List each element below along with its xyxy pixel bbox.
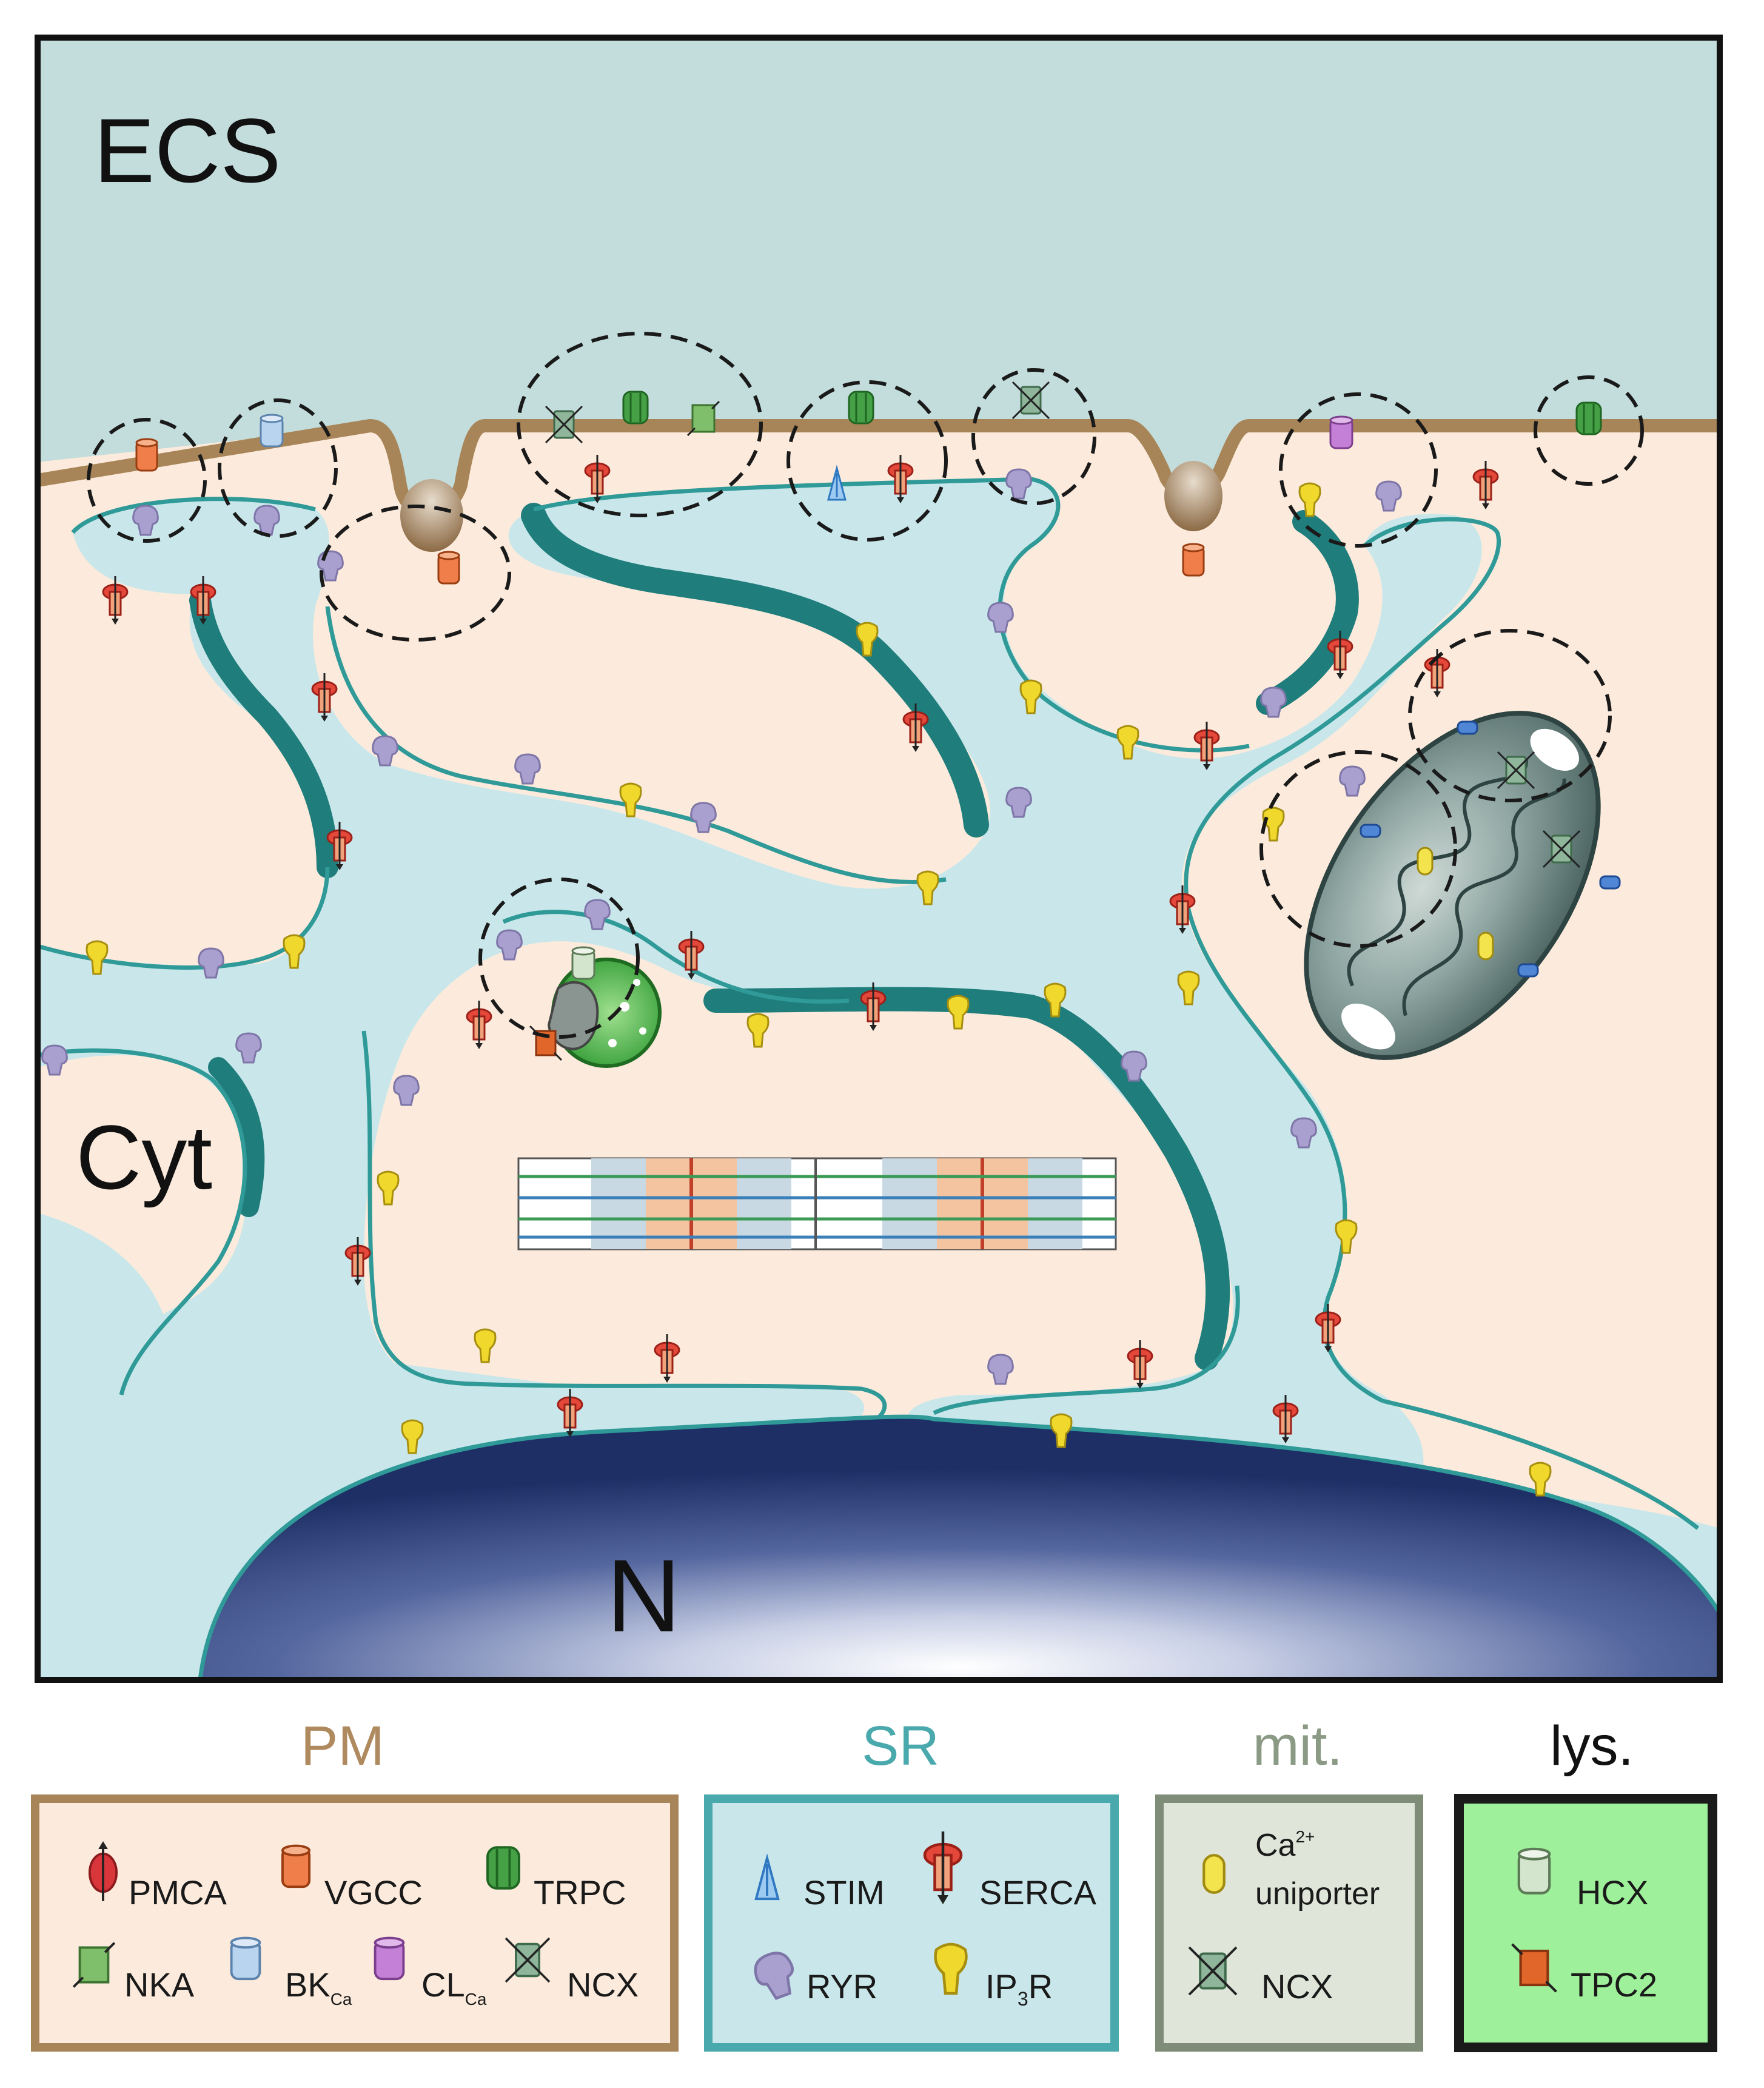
legend-uniporter-sup: 2+	[1295, 1827, 1315, 1846]
microdomain-circles	[87, 332, 1644, 1039]
caveola-left	[400, 479, 463, 552]
clca-icon	[1329, 415, 1353, 449]
sr-membrane-8	[933, 1285, 1240, 1415]
vgcc-icon	[437, 551, 460, 585]
trpc-icon	[1575, 401, 1602, 435]
legend-mit-ncx-label: NCX	[1261, 1967, 1333, 2006]
sr-membrane-3	[1184, 517, 1501, 1403]
sr-membrane-5	[361, 1030, 887, 1428]
mito-blue-channel-icon	[1360, 824, 1381, 838]
extracellular-space	[38, 38, 1720, 512]
legend-nka-label: NKA	[124, 1965, 195, 2004]
nuclear-envelope	[198, 1414, 1722, 1680]
vgcc-icon	[1182, 543, 1205, 577]
legend-ryr-label: RYR	[807, 1967, 877, 2006]
main-panel: ECS Cyt N	[35, 35, 1723, 1683]
legend-nka-icon	[72, 1941, 116, 1989]
sr-thick-edge-2	[189, 589, 338, 878]
legend-sr-title: SR	[862, 1715, 939, 1777]
legend-tpc2-label: TPC2	[1571, 1965, 1657, 2004]
legend-ncx-label: NCX	[567, 1965, 639, 2004]
ecs-label: ECS	[94, 99, 281, 201]
legend-bkca-label: BKCa	[285, 1965, 352, 2009]
legend-hcx-icon	[1519, 1849, 1549, 1893]
sr-thick-edge-4	[1256, 510, 1359, 715]
legend-mit-box	[1155, 1794, 1423, 2052]
legend-hcx-label: HCX	[1577, 1873, 1648, 1912]
sr-thick-edge-1	[521, 503, 989, 838]
legend-lys-box	[1454, 1794, 1717, 2052]
legend-pm-box	[31, 1794, 679, 2052]
legend-uniporter-label-1: Ca2+	[1255, 1827, 1315, 1863]
plasma-membrane	[36, 419, 1720, 519]
legend-trpc-icon	[486, 1846, 520, 1890]
legend-pmca-label: PMCA	[129, 1873, 227, 1912]
legend-ip3r-sub: 3	[1018, 1988, 1028, 2010]
legend-bkca-sub: Ca	[330, 1990, 352, 2009]
cyt-label: Cyt	[76, 1106, 212, 1208]
legend-trpc-label: TRPC	[534, 1873, 626, 1912]
nucleus-label: N	[606, 1539, 681, 1654]
sr-membrane-7	[37, 1048, 247, 1395]
legend-vgcc-label: VGCC	[324, 1873, 423, 1912]
lyso-hcx-icon	[571, 946, 595, 980]
legend-stim-label: STIM	[803, 1873, 885, 1912]
vgcc-icon	[135, 438, 158, 472]
legend-lys-title: lys.	[1550, 1715, 1634, 1777]
nka-icon	[686, 400, 720, 437]
legend-pm-title: PM	[301, 1715, 384, 1777]
mito-blue-channel-icon	[1457, 720, 1478, 735]
mito-uniporter-icon	[1417, 847, 1434, 876]
legend-sr-box	[704, 1794, 1119, 2052]
legend-uniporter-label-2: uniporter	[1255, 1876, 1380, 1912]
mito-uniporter-icon	[1477, 932, 1494, 961]
trpc-icon	[622, 391, 649, 425]
legend-vgcc-icon	[281, 1844, 311, 1888]
mito-blue-channel-icon	[1599, 875, 1621, 890]
sr-membrane-1	[71, 497, 947, 885]
caveola-right	[1164, 461, 1222, 531]
sr-membrane-6	[37, 867, 330, 970]
legend-mit-title: mit.	[1253, 1715, 1343, 1777]
myofilaments	[517, 1157, 1117, 1250]
sr-lumen	[38, 479, 1482, 1480]
mito-blue-channel-icon	[1517, 963, 1539, 978]
legend-clca-sub: Ca	[465, 1990, 487, 2009]
bkca-icon	[260, 414, 284, 448]
legend-uniporter-icon	[1204, 1855, 1224, 1893]
legend-clca-label: CLCa	[421, 1965, 487, 2009]
sr-membrane-2	[533, 477, 1250, 753]
legend-ip3r-label: IP3R	[985, 1967, 1053, 2010]
legend: PM PMCA VGCC TRPC NKA BKCa CLCa NCX SR S…	[31, 1715, 1717, 2052]
sr-membrane-4	[502, 910, 850, 1004]
main-panel-border	[35, 35, 1723, 1683]
trpc-icon	[848, 391, 874, 425]
sr-membrane-9	[1382, 1398, 1700, 1530]
legend-clca-icon	[374, 1936, 405, 1981]
sr-thick-edge-5	[208, 1057, 265, 1217]
legend-serca-label: SERCA	[979, 1873, 1097, 1912]
nucleus	[200, 1417, 1720, 1680]
legend-bkca-icon	[230, 1936, 261, 1981]
